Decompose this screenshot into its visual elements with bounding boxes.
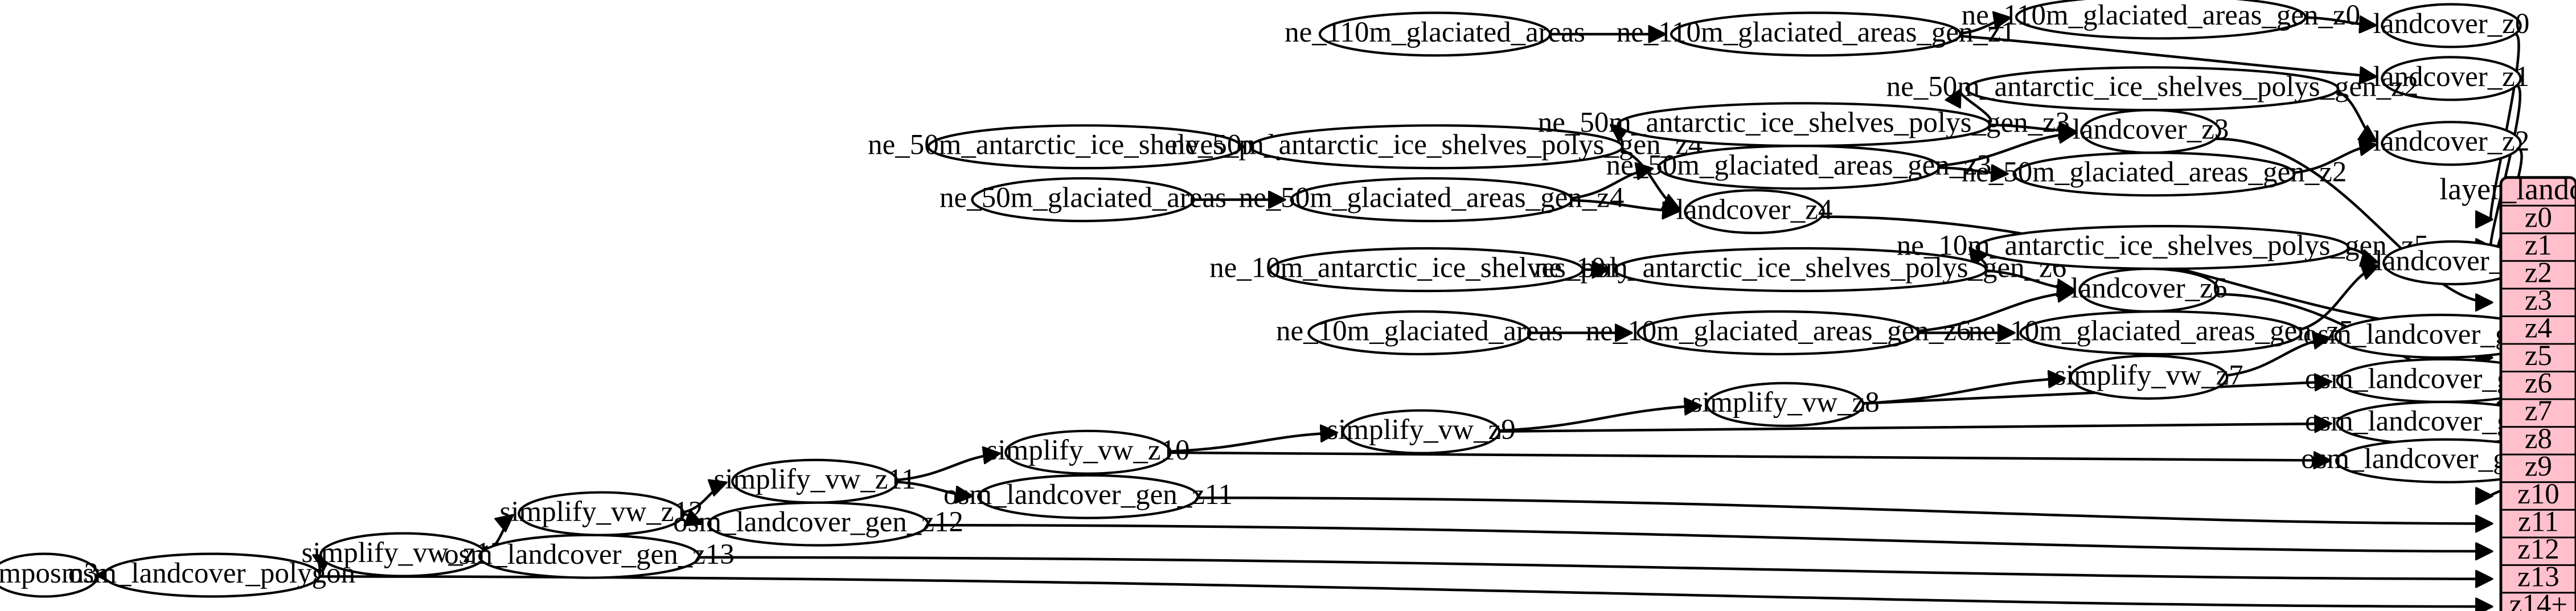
graph-node[interactable]: simplify_vw_z13 <box>302 532 505 577</box>
node-ellipse <box>1269 247 1584 293</box>
graph-node[interactable]: ne_50m_antarctic_ice_shelves_polys <box>868 124 1302 170</box>
graph-node[interactable]: simplify_vw_z8 <box>1691 382 1880 427</box>
graph-node[interactable]: landcover_z1 <box>2373 56 2530 101</box>
graph-node[interactable]: osm_landcover_gen_z12 <box>673 501 963 547</box>
graph-node[interactable]: ne_50m_glaciated_areas_gen_z4 <box>1239 177 1625 223</box>
node-ellipse <box>1965 66 2340 112</box>
graph-edge <box>699 556 2492 579</box>
graph-edge <box>1170 433 1336 453</box>
graph-node[interactable]: simplify_vw_z10 <box>987 429 1190 475</box>
node-ellipse <box>1290 177 1573 223</box>
record-node-outline <box>2499 176 2576 611</box>
graph-node[interactable]: ne_50m_antarctic_ice_shelves_polys_gen_z… <box>1171 124 1703 170</box>
graph-edge <box>1938 133 2075 167</box>
graph-edge <box>2299 266 2378 331</box>
graph-edge <box>1499 405 1700 432</box>
node-ellipse <box>2381 3 2522 48</box>
graph-node[interactable]: ne_110m_glaciated_areas_gen_z0 <box>1962 0 2360 40</box>
graph-edge <box>1960 18 2009 35</box>
graph-edge <box>1918 292 2073 333</box>
node-ellipse <box>518 491 685 536</box>
node-ellipse <box>971 177 1195 223</box>
node-ellipse <box>731 458 899 504</box>
node-ellipse <box>2069 354 2229 400</box>
node-ellipse <box>1684 189 1825 235</box>
graph-edge <box>2305 18 2375 26</box>
node-ellipse <box>1617 102 1991 147</box>
node-ellipse <box>1636 310 1920 356</box>
graph-node[interactable]: osm_landcover_gen_z13 <box>444 534 735 579</box>
graph-edge <box>684 514 702 523</box>
graph-edge <box>2348 247 2377 263</box>
graph-node[interactable]: osm_landcover_gen_z11 <box>944 474 1233 519</box>
graph-edge <box>1499 424 2330 432</box>
graph-node[interactable]: landcover_z3 <box>2073 109 2229 154</box>
graph-edge <box>1986 269 2073 289</box>
node-ellipse <box>2381 56 2522 101</box>
node-ellipse <box>2078 267 2220 313</box>
graph-node[interactable]: landcover_z4 <box>1676 189 1833 235</box>
node-ellipse <box>1249 124 1624 170</box>
graph-node[interactable]: landcover_z0 <box>2373 3 2530 48</box>
record-node-background <box>2499 176 2576 611</box>
graph-node[interactable]: ne_50m_antarctic_ice_shelves_polys_gen_z… <box>1538 102 2070 147</box>
node-ellipse <box>1318 11 1552 57</box>
graph-edge <box>2336 89 2376 141</box>
graph-edge <box>1571 169 1652 200</box>
graph-edge <box>897 453 999 482</box>
node-ellipse <box>2015 0 2307 40</box>
graph-node[interactable]: ne_10m_glaciated_areas <box>1276 310 1563 356</box>
graph-node[interactable]: osm_landcover_polygon <box>68 552 355 598</box>
node-ellipse <box>478 534 701 579</box>
graph-edge <box>2491 32 2520 220</box>
graph-node[interactable]: ne_10m_antarctic_ice_shelves_polys <box>1209 247 1643 293</box>
node-ellipse <box>319 532 487 577</box>
graph-node[interactable]: simplify_vw_z11 <box>713 458 916 504</box>
node-ellipse <box>0 552 100 598</box>
node-ellipse <box>1307 310 1532 356</box>
graph-node[interactable]: ne_110m_glaciated_areas_gen_z1 <box>1617 11 2015 57</box>
node-ellipse <box>1613 247 1988 293</box>
graph-node[interactable]: ne_50m_glaciated_areas <box>940 177 1227 223</box>
node-ellipse <box>102 552 321 598</box>
graph-node[interactable]: simplify_vw_z12 <box>500 491 703 536</box>
node-ellipse <box>1705 382 1865 427</box>
node-ellipse <box>1975 225 2350 270</box>
graph-edge <box>897 481 972 496</box>
graph-node[interactable]: ne_50m_glaciated_areas_gen_z3 <box>1606 145 1992 190</box>
graph-edge <box>2491 84 2522 247</box>
node-ellipse <box>2080 109 2221 154</box>
graph-edge <box>1197 496 2492 523</box>
nodes-layer: ne_110m_glaciated_areas ne_110m_glaciated… <box>0 0 2576 598</box>
node-ellipse <box>2012 151 2296 197</box>
graph-edge <box>2294 145 2376 174</box>
graph-edge <box>1960 91 1992 125</box>
node-ellipse <box>707 501 930 547</box>
graph-edge <box>1572 199 1678 211</box>
graph-node[interactable]: ne_10m_glaciated_areas_gen_z6 <box>1586 310 1971 356</box>
node-ellipse <box>1342 409 1501 454</box>
graph-node[interactable]: simplify_vw_z9 <box>1327 409 1516 454</box>
node-ellipse <box>927 124 1242 170</box>
graph-edge <box>928 523 2492 551</box>
graph-node[interactable]: ne_50m_glaciated_areas_gen_z2 <box>1962 151 2347 197</box>
graph-edge <box>2226 338 2329 377</box>
graph-edge <box>1170 453 2329 461</box>
node-ellipse <box>2019 310 2303 356</box>
graph-edge <box>1959 35 2376 76</box>
graph-edge <box>2216 137 2491 302</box>
graph-node[interactable]: ne_110m_glaciated_areas <box>1285 11 1585 57</box>
node-ellipse <box>977 474 1200 519</box>
graph-edge <box>1990 125 2074 131</box>
graph-edge <box>1939 167 2007 174</box>
graph-edge <box>319 575 2491 606</box>
node-ellipse <box>2381 121 2522 166</box>
node-ellipse <box>1004 429 1172 475</box>
node-ellipse <box>1657 145 1941 190</box>
node-ellipse <box>1670 11 1962 57</box>
graph-node[interactable]: imposm3 <box>0 552 100 598</box>
graph-edge <box>683 483 725 514</box>
